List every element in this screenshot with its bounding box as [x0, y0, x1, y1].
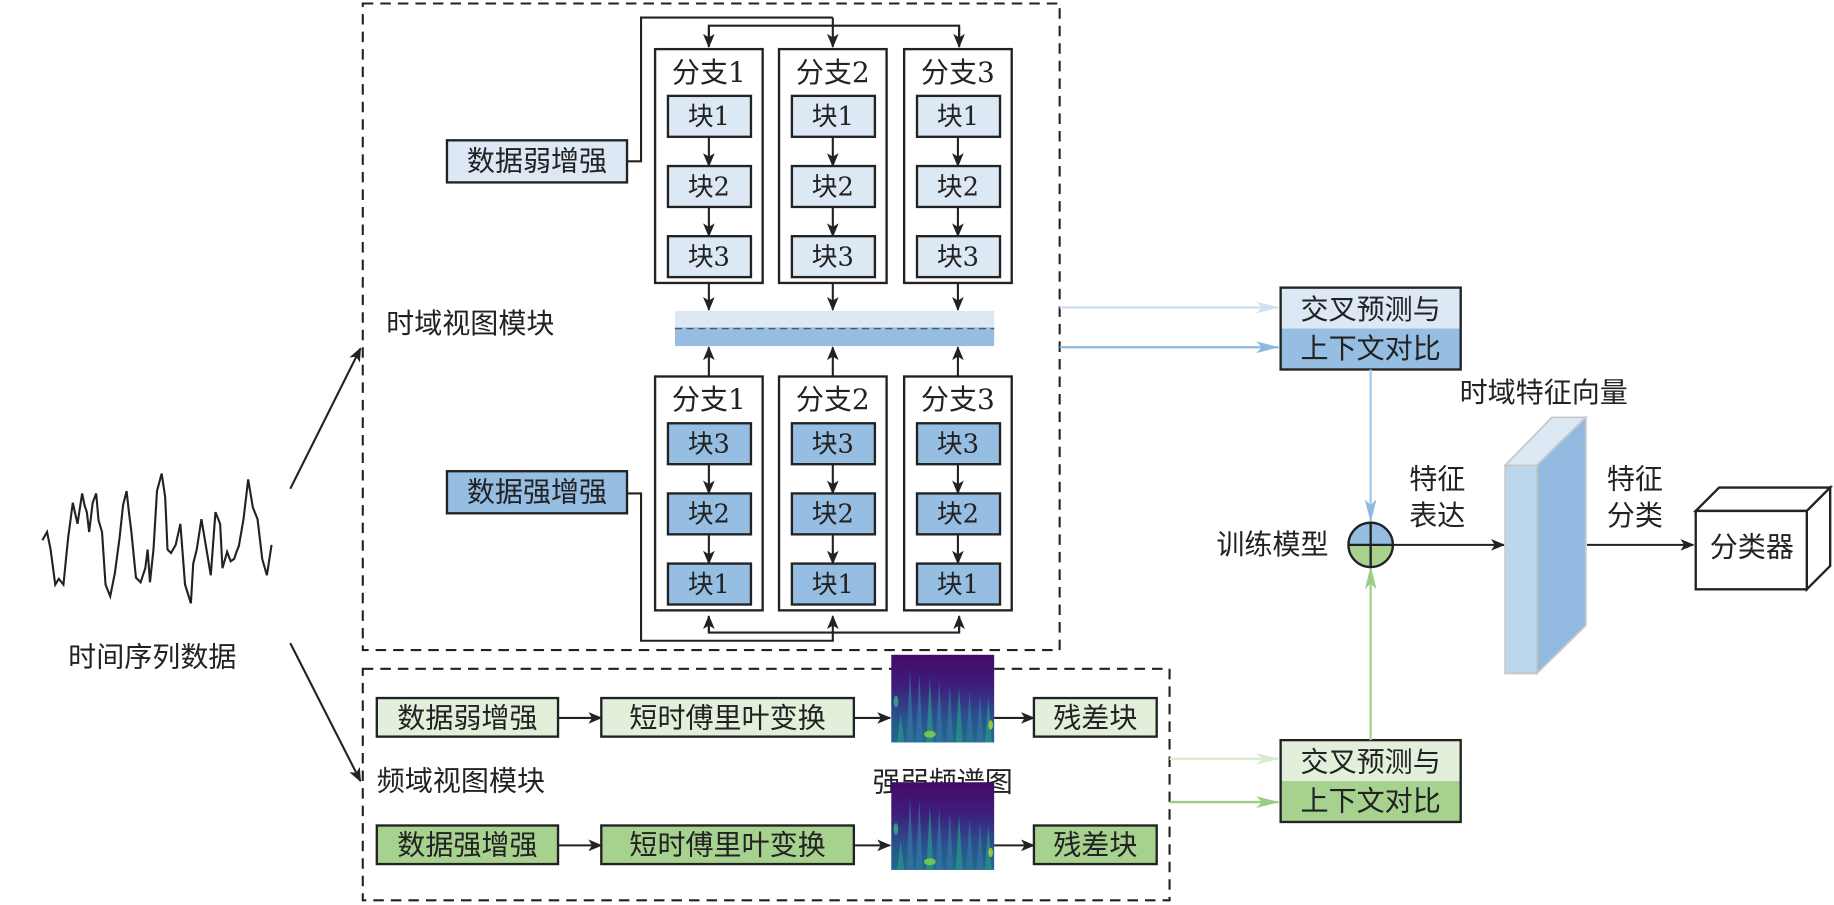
branch-label: 分支3: [921, 383, 995, 416]
stft-box: [600, 824, 856, 866]
feature-vector-slab: [1503, 415, 1588, 676]
block-label: 块2: [937, 172, 979, 202]
time-contrast-top: [1280, 287, 1461, 329]
weak-aug-connector: [627, 16, 833, 163]
time-series-waveform-icon: [41, 473, 273, 604]
block-label: 块1: [688, 102, 730, 132]
residual-block-box: [1032, 696, 1158, 738]
block-box: [790, 164, 877, 209]
block-label: 块2: [937, 500, 979, 530]
augmentation-box: [375, 824, 560, 866]
freq-module-title: 频域视图模块: [377, 764, 545, 797]
block-label: 块2: [688, 172, 730, 202]
freq-contrast-line1: 交叉预测与: [1301, 746, 1441, 779]
spectrogram-image: [891, 654, 995, 743]
branch-fanout-top: [707, 24, 961, 47]
augmentation-label: 数据弱增强: [397, 701, 537, 734]
block-box: [790, 235, 877, 279]
stft-label: 短时傅里叶变换: [629, 701, 825, 734]
bottom-branch-3: 分支3 块3 块2 块1: [902, 346, 1013, 612]
classifier-box: 分类器: [1692, 484, 1834, 593]
freq-module-border: [361, 667, 1171, 902]
block-label: 块3: [688, 430, 730, 460]
augmentation-label: 数据强增强: [397, 829, 537, 862]
block-box: [666, 235, 753, 279]
freq-contrast-top: [1280, 740, 1461, 782]
freq-weak-row: 数据弱增强 短时傅里叶变换 残差块: [375, 654, 1158, 743]
strong-augmentation-label: 数据强增强: [467, 476, 607, 509]
branch-label: 分支2: [796, 383, 870, 416]
time-domain-module: 时域视图模块 数据弱增强 分支1 块1 块2 块3 分支2 块1 块2 块3 分支3 块1 块2 块3…: [361, 2, 1061, 652]
shared-bar-strong: [674, 327, 995, 347]
block-label: 块3: [812, 430, 854, 460]
time-contrast-line1: 交叉预测与: [1301, 293, 1441, 326]
time-contrast-box: 交叉预测与 上下文对比: [1279, 286, 1462, 371]
block-label: 块1: [937, 102, 979, 132]
branch-label: 分支1: [672, 383, 746, 416]
branch-label: 分支2: [796, 56, 870, 89]
block-box: [666, 422, 753, 466]
train-model-label: 训练模型: [1216, 528, 1328, 561]
block-label: 块3: [937, 242, 979, 272]
block-label: 块2: [812, 172, 854, 202]
stft-label: 短时傅里叶变换: [629, 829, 825, 862]
freq-contrast-line2: 上下文对比: [1301, 784, 1441, 817]
feature-classification-line1: 特征: [1607, 463, 1663, 496]
block-label: 块2: [812, 500, 854, 530]
top-branch-3: 分支3 块1 块2 块3: [902, 47, 1013, 312]
bottom-branches: 分支1 块3 块2 块1 分支2 块3 块2 块1 分支3 块3 块2 块1: [653, 346, 1013, 612]
block-label: 块1: [812, 570, 854, 600]
feature-classification-line2: 分类: [1607, 499, 1663, 532]
arrow-to-freq-module: [289, 642, 362, 783]
block-box: [915, 492, 1002, 536]
time-module-title: 时域视图模块: [386, 307, 554, 340]
time-contrast-line2: 上下文对比: [1301, 332, 1441, 365]
top-branch-2: 分支2 块1 块2 块3: [777, 47, 888, 312]
block-label: 块1: [937, 570, 979, 600]
shared-bar-weak: [674, 311, 995, 328]
branch-label: 分支1: [672, 56, 746, 89]
block-label: 块3: [812, 242, 854, 272]
spectrogram-image: [891, 782, 995, 870]
time-contrast-bottom: [1280, 328, 1461, 370]
weak-augmentation-label: 数据弱增强: [467, 145, 607, 178]
residual-block-label: 残差块: [1053, 701, 1137, 734]
block-box: [790, 422, 877, 466]
strong-augmentation-box: [445, 470, 629, 515]
block-box: [915, 164, 1002, 209]
weak-augmentation-box: [445, 139, 629, 184]
bottom-branch-2: 分支2 块3 块2 块1: [777, 346, 888, 612]
branch-label: 分支3: [921, 56, 995, 89]
bottom-branch-1: 分支1 块3 块2 块1: [653, 346, 764, 612]
block-box: [915, 562, 1002, 606]
block-box: [915, 235, 1002, 279]
top-branches: 分支1 块1 块2 块3 分支2 块1 块2 块3 分支3 块1 块2 块3: [653, 47, 1013, 312]
freq-contrast-box: 交叉预测与 上下文对比: [1279, 738, 1462, 824]
feature-vector-label: 时域特征向量: [1460, 376, 1628, 409]
classifier-label: 分类器: [1710, 531, 1794, 564]
input-time-series: 时间序列数据: [41, 473, 273, 673]
time-module-border: [361, 2, 1061, 652]
freq-domain-module: 频域视图模块 强弱频谱图 数据弱增强短时傅里叶变换残差块数据强增强短时傅里叶变换…: [361, 654, 1171, 902]
residual-block-label: 残差块: [1053, 829, 1137, 862]
input-label: 时间序列数据: [68, 640, 236, 673]
block-label: 块1: [688, 570, 730, 600]
block-label: 块3: [937, 430, 979, 460]
block-label: 块1: [812, 102, 854, 132]
branch-fanout-bottom: [707, 616, 961, 634]
block-box: [666, 562, 753, 606]
freq-strong-row: 数据强增强 短时傅里叶变换 残差块: [375, 782, 1158, 870]
block-box: [790, 562, 877, 606]
combine-node-icon: [1347, 521, 1395, 569]
block-label: 块2: [688, 500, 730, 530]
arrow-to-time-module: [289, 347, 362, 490]
freq-contrast-bottom: [1280, 781, 1461, 822]
block-label: 块3: [688, 242, 730, 272]
feature-expression-line1: 特征: [1409, 463, 1465, 496]
top-branch-1: 分支1 块1 块2 块3: [653, 47, 764, 312]
feature-expression-line2: 表达: [1409, 499, 1465, 532]
